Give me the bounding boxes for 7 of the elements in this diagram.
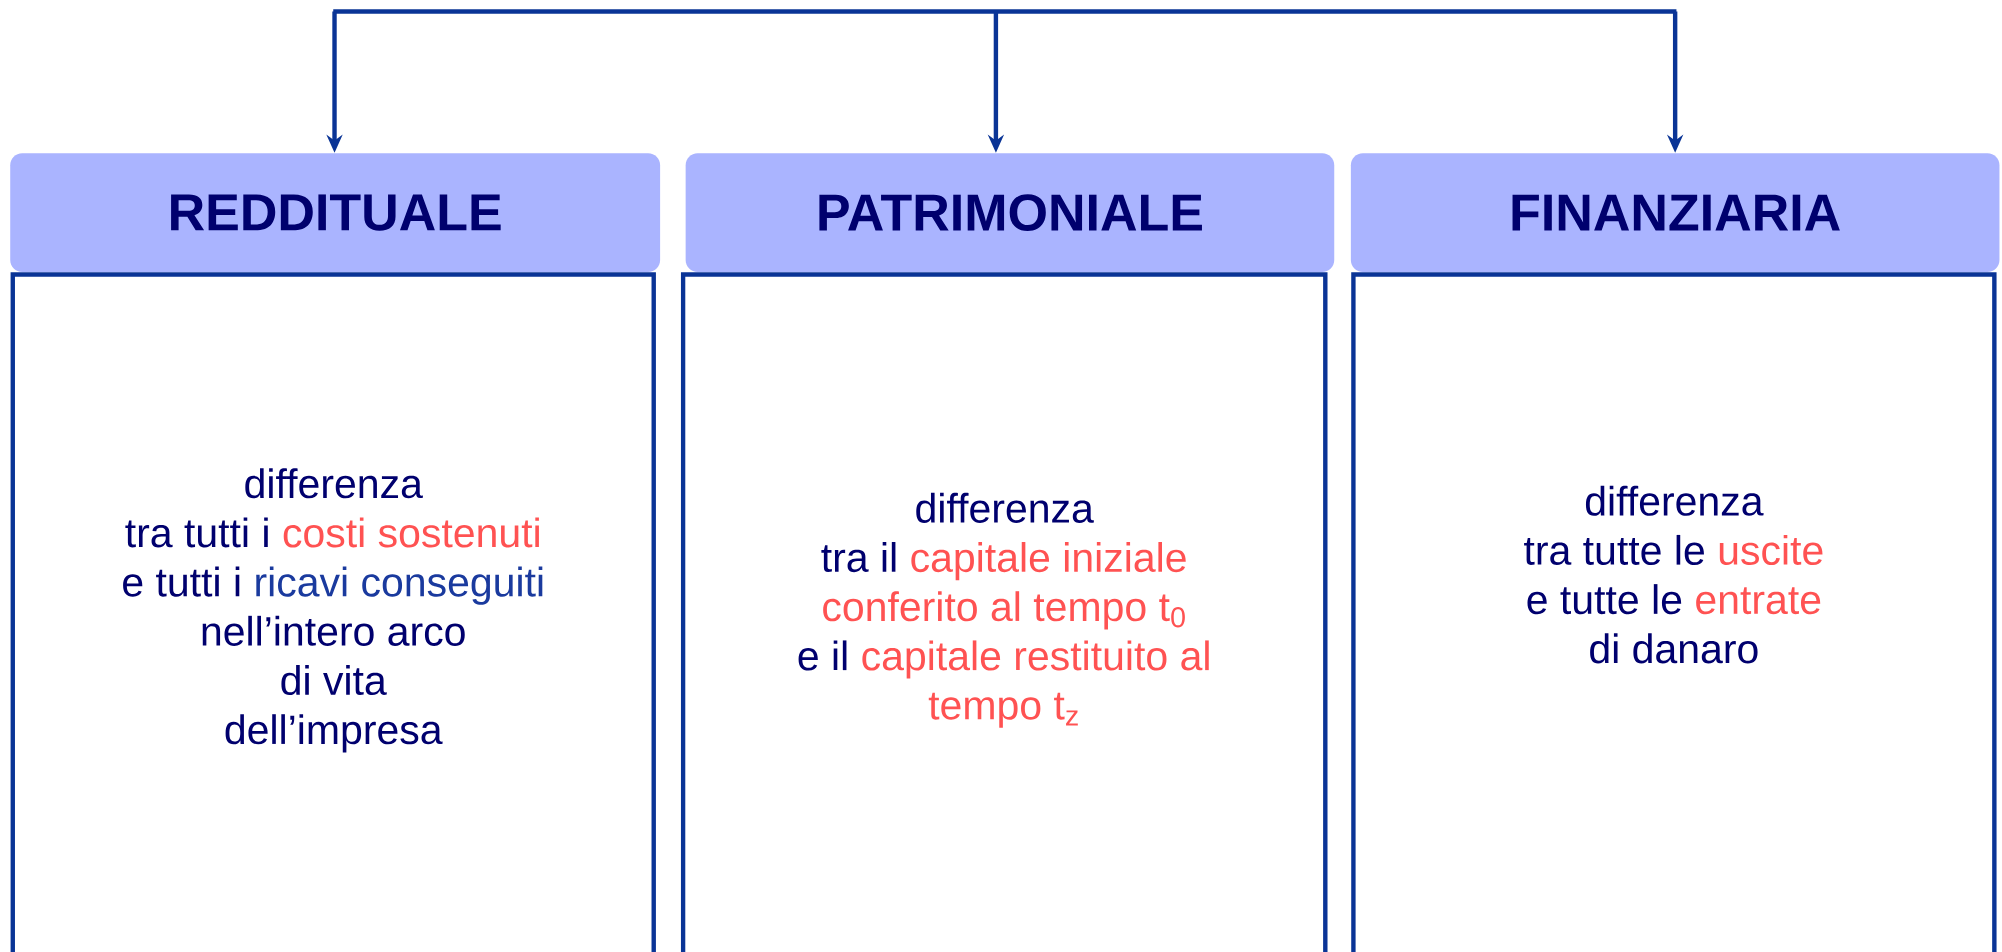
text-panel: differenza tra il capitale iniziale conferito al tempo t$_{0}$ e il capitale restituito al tempo t$_{z}$	[680, 272, 1328, 952]
text-panel: differenza tra tutte le uscite e tutte le entrate di danaro	[1351, 272, 1997, 952]
header-box: PATRIMONIALE	[685, 153, 1335, 272]
bracket-line	[333, 9, 1677, 14]
header-box: FINANZIARIA	[1350, 153, 2000, 272]
text-panel: differenza tra tutti i costi sostenuti e tutti i ricavi conseguiti nell’intero arco di vita dell’impresa	[10, 272, 656, 952]
header-box: REDDITUALE	[10, 153, 661, 272]
